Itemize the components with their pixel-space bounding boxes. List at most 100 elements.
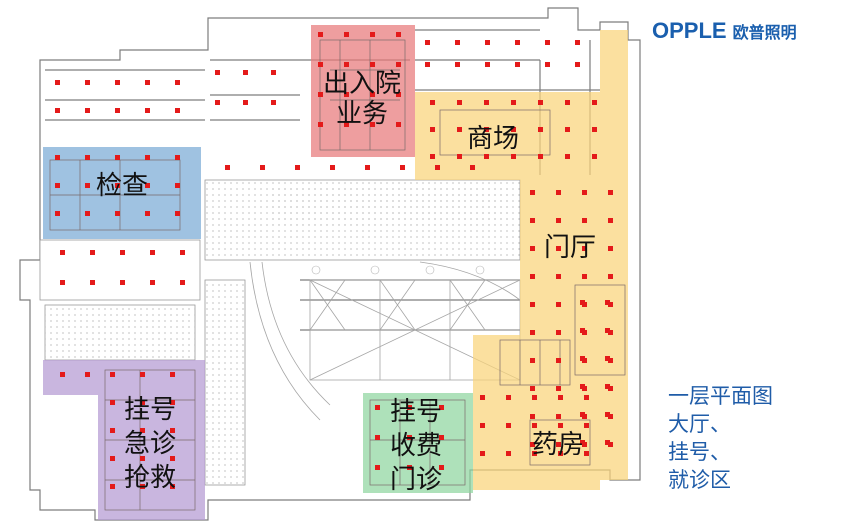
light-fixture — [344, 92, 349, 97]
light-fixture — [580, 328, 585, 333]
zone-label-registration: 收费 — [390, 431, 442, 461]
light-fixture — [592, 100, 597, 105]
light-fixture — [375, 435, 380, 440]
light-fixture — [170, 456, 175, 461]
light-fixture — [318, 62, 323, 67]
column-markers — [311, 265, 485, 275]
light-fixture — [558, 451, 563, 456]
light-fixture — [538, 154, 543, 159]
light-fixture — [470, 165, 475, 170]
light-fixture — [439, 435, 444, 440]
light-fixture — [180, 250, 185, 255]
light-fixture — [580, 356, 585, 361]
light-fixture — [271, 70, 276, 75]
light-fixture — [115, 80, 120, 85]
caption-line: 一层平面图 — [668, 384, 773, 408]
light-fixture — [425, 40, 430, 45]
light-fixture — [530, 302, 535, 307]
light-fixture — [480, 423, 485, 428]
light-fixture — [110, 428, 115, 433]
light-fixture — [115, 211, 120, 216]
zone-admission — [311, 25, 415, 157]
light-fixture — [215, 70, 220, 75]
light-fixture — [480, 395, 485, 400]
light-fixture — [170, 484, 175, 489]
light-fixture — [538, 127, 543, 132]
light-fixture — [215, 100, 220, 105]
light-fixture — [85, 211, 90, 216]
light-fixture — [140, 372, 145, 377]
light-fixture — [532, 451, 537, 456]
light-fixture — [608, 358, 613, 363]
light-fixture — [532, 395, 537, 400]
light-fixture — [605, 412, 610, 417]
light-fixture — [608, 414, 613, 419]
corridor-hatch — [270, 185, 510, 225]
floor-caption: 一层平面图 大厅、 挂号、 就诊区 — [668, 382, 773, 494]
light-fixture — [530, 330, 535, 335]
light-fixture — [584, 451, 589, 456]
zone-label-admission: 业务 — [336, 99, 388, 129]
light-fixture — [115, 108, 120, 113]
light-fixture — [480, 451, 485, 456]
light-fixture — [271, 100, 276, 105]
light-fixture — [584, 423, 589, 428]
light-fixture — [175, 155, 180, 160]
light-fixture — [396, 32, 401, 37]
light-fixture — [608, 330, 613, 335]
light-fixture — [145, 155, 150, 160]
light-fixture — [110, 484, 115, 489]
light-fixture — [565, 100, 570, 105]
light-fixture — [515, 62, 520, 67]
light-fixture — [370, 92, 375, 97]
light-fixture — [580, 440, 585, 445]
light-fixture — [515, 40, 520, 45]
light-fixture — [439, 405, 444, 410]
light-fixture — [120, 250, 125, 255]
light-fixture — [556, 414, 561, 419]
light-fixture — [556, 302, 561, 307]
light-fixture — [608, 442, 613, 447]
light-fixture — [511, 100, 516, 105]
light-fixture — [592, 154, 597, 159]
light-fixture — [506, 395, 511, 400]
light-fixture — [145, 211, 150, 216]
light-fixture — [605, 328, 610, 333]
light-fixture — [605, 440, 610, 445]
light-fixture — [375, 405, 380, 410]
light-fixture — [530, 414, 535, 419]
light-fixture — [170, 428, 175, 433]
light-fixture — [120, 280, 125, 285]
corridor-hatch — [44, 304, 196, 361]
light-fixture — [110, 456, 115, 461]
light-fixture — [55, 183, 60, 188]
light-fixture — [580, 300, 585, 305]
light-fixture — [608, 190, 613, 195]
light-fixture — [545, 62, 550, 67]
light-fixture — [556, 218, 561, 223]
light-fixture — [511, 154, 516, 159]
light-fixture — [396, 92, 401, 97]
light-fixture — [538, 100, 543, 105]
light-fixture — [140, 456, 145, 461]
light-fixture — [556, 386, 561, 391]
light-fixture — [375, 465, 380, 470]
zone-label-admission: 出入院 — [323, 69, 401, 99]
light-fixture — [170, 400, 175, 405]
light-fixture — [370, 122, 375, 127]
light-fixture — [582, 246, 587, 251]
caption-line: 大厅、 — [668, 412, 731, 436]
light-fixture — [115, 155, 120, 160]
zone-exam — [43, 147, 201, 239]
light-fixture — [175, 108, 180, 113]
light-fixture — [556, 190, 561, 195]
light-fixture — [55, 80, 60, 85]
light-fixture — [608, 218, 613, 223]
light-fixture — [110, 400, 115, 405]
light-fixture — [532, 423, 537, 428]
light-fixture — [582, 190, 587, 195]
logo-chinese: 欧普照明 — [732, 23, 797, 42]
caption-line: 就诊区 — [668, 468, 731, 492]
zone-label-lobby: 门厅 — [544, 233, 596, 263]
